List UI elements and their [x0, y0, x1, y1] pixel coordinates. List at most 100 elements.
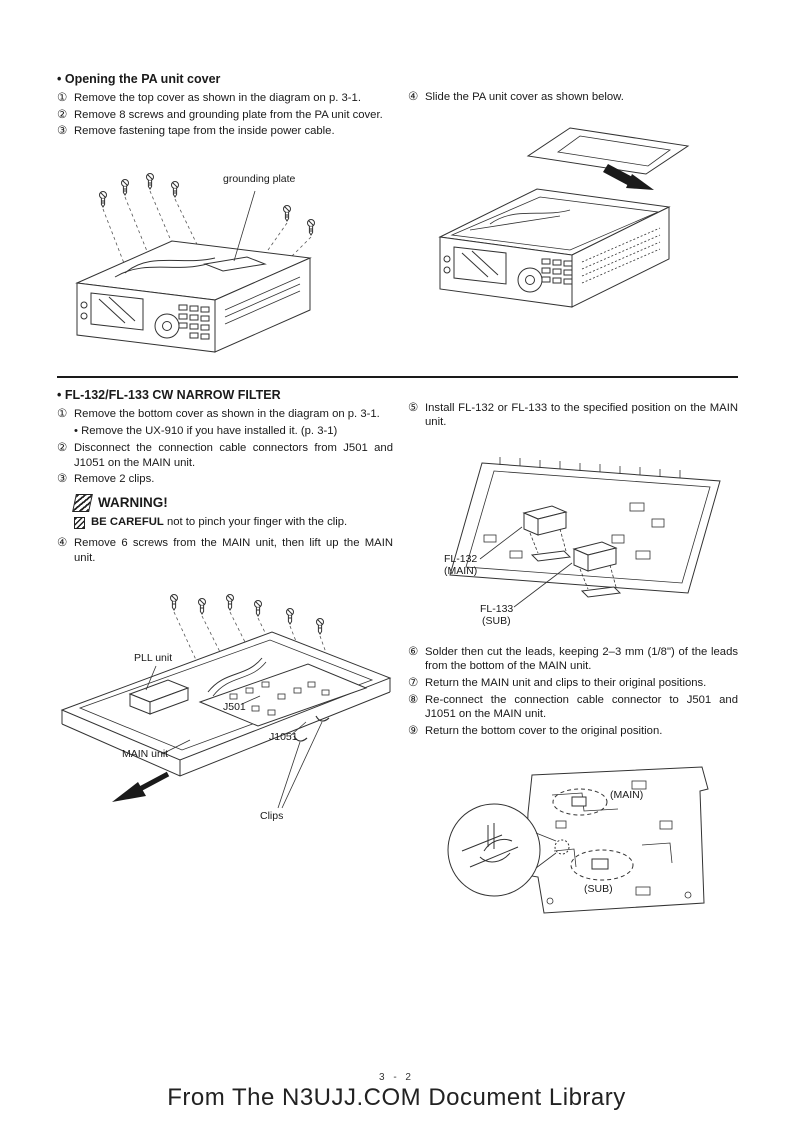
step-text: Remove 2 clips. [74, 473, 155, 486]
label-leader-line [513, 562, 573, 608]
instruction-step: ③ Remove 2 clips. [57, 472, 393, 487]
warning-header: WARNING! [72, 493, 393, 512]
board-solder-drawing [447, 766, 709, 914]
step-text: Remove 8 screws and grounding plate from… [74, 108, 383, 121]
step-text: Return the MAIN unit and clips to their … [425, 676, 707, 689]
main-unit-board [161, 657, 368, 755]
label-leader-line [145, 665, 157, 691]
diagram-label-clips: Clips [260, 810, 284, 822]
step-number: ④ [408, 91, 419, 103]
main-filter-pads [571, 796, 587, 807]
step-number: ⑨ [408, 724, 419, 737]
warning-title: WARNING! [98, 495, 168, 511]
label-leader-line [277, 741, 301, 809]
pll-unit-box [128, 665, 190, 715]
instruction-step: ⑤ Install FL-132 or FL-133 to the specif… [408, 401, 738, 430]
step-number: ⑥ [408, 646, 419, 658]
warning-text: BE CAREFUL not to pinch your finger with… [91, 515, 347, 529]
filter-install-drawing [449, 457, 721, 608]
chassis-body [438, 188, 671, 308]
diagram-filter-install: FL-132 (MAIN) FL-133 (SUB) [420, 443, 730, 643]
section1-left-column: • Opening the PA unit cover ① Remove the… [57, 72, 393, 141]
step-text: Disconnect the connection cable connecto… [74, 442, 393, 469]
step-number: ④ [57, 537, 68, 550]
diagram-label-fl132: FL-132 [444, 553, 478, 565]
board-components [546, 780, 692, 905]
board-connectors [229, 681, 330, 716]
instruction-step: ② Remove 8 screws and grounding plate fr… [57, 108, 393, 123]
step-text: Remove the bottom cover as shown in the … [74, 408, 380, 420]
slide-direction-arrow-icon [603, 164, 654, 190]
step-number: ① [57, 408, 68, 420]
section2-right-top: ⑤ Install FL-132 or FL-133 to the specif… [408, 401, 738, 432]
clips [277, 715, 330, 809]
screw-icons [170, 594, 324, 635]
step-number: ① [57, 92, 68, 104]
step-number: ⑧ [408, 693, 419, 706]
lift-direction-arrow-icon [112, 771, 170, 802]
sub-step-note: • Remove the UX-910 if you have installe… [74, 424, 338, 437]
filter-socket [580, 586, 622, 598]
step-text: Install FL-132 or FL-133 to the specifie… [425, 402, 738, 429]
page-number: 3 - 2 [378, 1072, 414, 1083]
instruction-step: ⑨ Return the bottom cover to the origina… [408, 724, 738, 739]
hazard-stripes-icon [74, 516, 85, 529]
magnifier [447, 803, 570, 897]
section1-title: • Opening the PA unit cover [57, 72, 221, 86]
internal-cable [489, 209, 571, 225]
front-panel-buttons [178, 304, 210, 340]
label-leader-line [281, 721, 323, 809]
front-panel-buttons [541, 258, 573, 285]
instruction-step: ① Remove the top cover as shown in the d… [57, 91, 393, 106]
sub-filter-pads [591, 858, 609, 870]
radio-chassis-drawing [75, 173, 315, 353]
step-number: ② [57, 108, 68, 121]
warning-block: WARNING! BE CAREFUL not to pinch your fi… [72, 493, 393, 529]
side-vents [224, 276, 301, 325]
step-number: ③ [57, 125, 68, 138]
section2-right-bottom: ⑥ Solder then cut the leads, keeping 2–3… [408, 645, 738, 740]
diagram-label-pos-sub: (SUB) [584, 883, 613, 895]
lcd-display [453, 246, 507, 285]
pa-cover-sheet [526, 127, 690, 175]
step-number: ② [57, 442, 68, 455]
warning-bold: BE CAREFUL [91, 515, 164, 528]
step-number: ⑤ [408, 402, 419, 414]
heatsink-fins [499, 457, 681, 478]
grounding-plate-shape [203, 256, 267, 272]
label-leader-line [241, 695, 261, 705]
diagram-label-pll-unit: PLL unit [134, 652, 173, 664]
diagram-label-grounding-plate: grounding plate [223, 173, 296, 185]
diagram-label-j501: J501 [223, 701, 246, 713]
section2-left-column: • FL-132/FL-133 CW NARROW FILTER ① Remov… [57, 388, 393, 567]
diagram-label-j1051: J1051 [269, 731, 298, 743]
diagram-slide-pa-cover [420, 112, 730, 337]
step-number: ③ [57, 473, 68, 486]
label-leader-line [479, 526, 523, 560]
step-number: ⑦ [408, 676, 419, 689]
section2-title: • FL-132/FL-133 CW NARROW FILTER [57, 388, 281, 402]
diagram-label-fl132-pos: (MAIN) [444, 565, 478, 577]
step-text: Re-connect the connection cable connecto… [425, 693, 738, 721]
fl132-module [479, 505, 568, 560]
sub-position-ellipse [570, 849, 634, 881]
chassis-frame [449, 457, 721, 598]
label-leader-line [289, 721, 307, 737]
instruction-step: ① Remove the bottom cover as shown in th… [57, 407, 393, 422]
instruction-step: ⑦ Return the MAIN unit and clips to thei… [408, 676, 738, 691]
step-text: Remove the top cover as shown in the dia… [74, 92, 361, 104]
step-text: Slide the PA unit cover as shown below. [425, 91, 624, 103]
board-components [483, 502, 665, 560]
section1-right-column: ④ Slide the PA unit cover as shown below… [408, 90, 738, 107]
chassis-body [75, 190, 312, 353]
watermark-text: From The N3UJJ.COM Document Library [167, 1084, 626, 1111]
section-divider [57, 376, 738, 378]
label-leader-line [161, 739, 191, 755]
diagram-label-main-unit: MAIN unit [122, 748, 169, 760]
chassis-bottom-drawing [60, 594, 392, 809]
diagram-pa-cover-screws: grounding plate [55, 165, 355, 370]
diagram-label-pos-main: (MAIN) [610, 789, 644, 801]
power-cable [124, 257, 216, 274]
diagram-main-unit-removal: PLL unit J501 J1051 MAIN unit Clips [50, 590, 400, 845]
